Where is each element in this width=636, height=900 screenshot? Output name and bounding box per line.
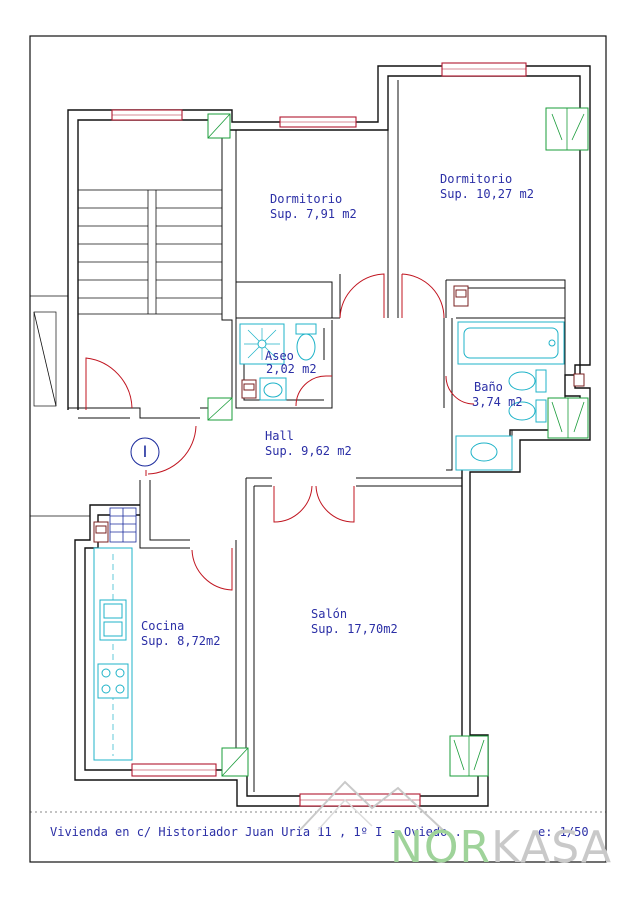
kitchen-hob (97, 663, 129, 699)
watermark-text-nor: NOR (390, 822, 491, 873)
kitchen-counter (93, 547, 133, 761)
room-labels: Dormitorio Sup. 7,91 m2 Dormitorio Sup. … (141, 172, 534, 648)
svg-text:NORKASA: NORKASA (390, 822, 612, 873)
room-name-cocina: Cocina (141, 619, 184, 633)
room-area-salon: Sup. 17,70m2 (311, 622, 398, 636)
doors (85, 273, 475, 591)
window-dormitorio-2 (441, 62, 527, 77)
room-area-bano: 3,74 m2 (472, 395, 523, 409)
bidet (508, 401, 536, 421)
room-name-aseo: Aseo (265, 349, 294, 363)
entrance-marker-label: I (143, 442, 148, 461)
watermark-roof-icon (299, 780, 446, 833)
entrance-marker: I (130, 437, 160, 467)
norkasa-watermark: NORKASA (299, 780, 612, 873)
plan-scale: e: 1/50 (538, 825, 589, 839)
bano-fixtures (455, 321, 565, 471)
drawing-frame (29, 35, 607, 863)
room-name-hall: Hall (265, 429, 294, 443)
room-name-dormitorio-1: Dormitorio (270, 192, 342, 206)
shutter-boxes (207, 107, 589, 777)
room-name-salon: Salón (311, 607, 347, 621)
bano-washbasin (470, 442, 498, 462)
aseo-fixtures (239, 323, 317, 401)
bano-toilet-bowl (508, 371, 536, 391)
plan-caption: Vivienda en c/ Historiador Juan Uria 11 … (50, 825, 462, 839)
room-name-bano: Baño (474, 380, 503, 394)
bano-toilet-tank (535, 369, 547, 393)
room-area-aseo: 2,02 m2 (266, 362, 317, 376)
room-name-dormitorio-2: Dormitorio (440, 172, 512, 186)
room-area-dormitorio-2: Sup. 10,27 m2 (440, 187, 534, 201)
staircase (30, 189, 223, 517)
watermark-text-kasa: KASA (491, 822, 612, 873)
aseo-toilet-tank (295, 323, 317, 335)
bidet-tank (535, 399, 547, 423)
cabinets (93, 285, 585, 543)
room-area-dormitorio-1: Sup. 7,91 m2 (270, 207, 357, 221)
room-area-cocina: Sup. 8,72m2 (141, 634, 220, 648)
aseo-toilet-bowl (296, 333, 316, 361)
room-area-hall: Sup. 9,62 m2 (265, 444, 352, 458)
boiler-grid (109, 507, 137, 543)
